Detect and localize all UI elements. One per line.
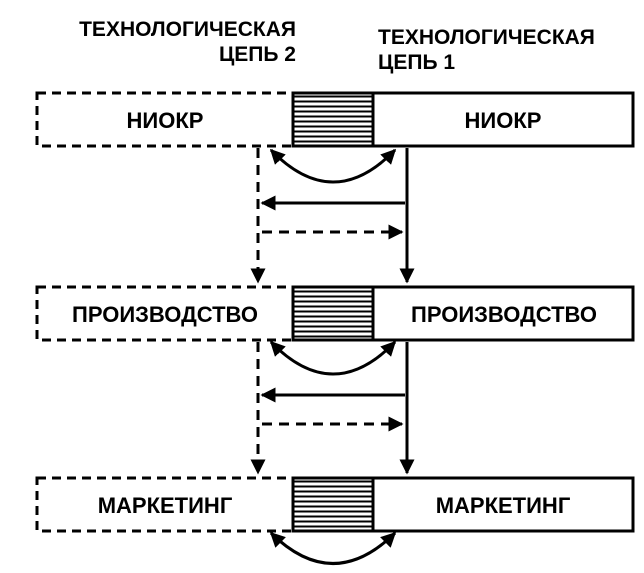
chain-1-heading: ТЕХНОЛОГИЧЕСКАЯ ЦЕПЬ 1	[378, 25, 595, 75]
chain-2-marketing-box	[35, 476, 297, 533]
chain-1-production-label: ПРОИЗВОДСТВО	[411, 302, 597, 327]
production-overlap-hatch	[291, 285, 375, 342]
stage-row-niokr: НИОКР НИОКР	[35, 91, 635, 148]
chain-2-heading-line2: ЦЕПЬ 2	[218, 43, 296, 66]
marketing-overlap-hatch	[291, 476, 375, 533]
interaction-arc-production	[269, 340, 397, 376]
chain-2-heading: ТЕХНОЛОГИЧЕСКАЯ ЦЕПЬ 2	[79, 17, 296, 67]
chain-2-production-box	[35, 285, 297, 342]
vertical-flows	[250, 148, 415, 475]
chain-2-production-label: ПРОИЗВОДСТВО	[72, 302, 258, 327]
chain-2-niokr-label: НИОКР	[127, 108, 204, 133]
chain-2-niokr-box	[35, 91, 297, 148]
niokr-overlap-hatch	[291, 91, 375, 148]
chain-2-heading-line1: ТЕХНОЛОГИЧЕСКАЯ	[79, 18, 296, 41]
stage-row-production: ПРОИЗВОДСТВО ПРОИЗВОДСТВО	[35, 285, 635, 342]
interaction-arc-marketing	[269, 531, 397, 565]
stage-row-marketing: МАРКЕТИНГ МАРКЕТИНГ	[35, 476, 635, 533]
chain-2-marketing-label: МАРКЕТИНГ	[98, 493, 233, 518]
chain-1-niokr-box	[371, 91, 635, 148]
cross-chain-transfers	[260, 195, 405, 432]
interaction-arcs	[269, 148, 397, 565]
chain-1-marketing-box	[371, 476, 635, 533]
interaction-arc-niokr	[269, 148, 397, 184]
chain-1-marketing-label: МАРКЕТИНГ	[436, 493, 571, 518]
chain-1-niokr-label: НИОКР	[465, 108, 542, 133]
chain-1-production-box	[371, 285, 635, 342]
chain-1-heading-line2: ЦЕПЬ 1	[378, 51, 456, 74]
chain-1-heading-line1: ТЕХНОЛОГИЧЕСКАЯ	[378, 26, 595, 49]
